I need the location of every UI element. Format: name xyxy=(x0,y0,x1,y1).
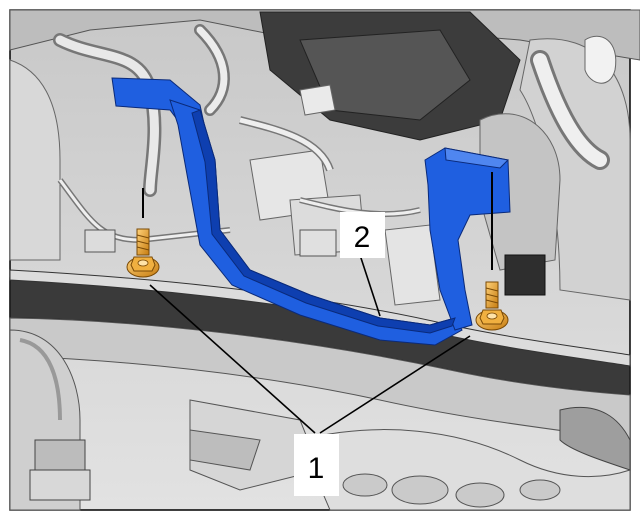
bolt-icon xyxy=(475,281,509,331)
callout-2-text: 2 xyxy=(354,221,371,254)
callout-1: 1 xyxy=(294,434,339,496)
bracket-shape xyxy=(111,77,511,346)
callout-1-text: 1 xyxy=(308,452,325,485)
leader-lines xyxy=(149,254,471,434)
bolt-icon xyxy=(126,228,160,278)
lower-assemblies xyxy=(9,329,631,511)
callout-2: 2 xyxy=(340,212,385,258)
installation-lines xyxy=(142,172,493,270)
